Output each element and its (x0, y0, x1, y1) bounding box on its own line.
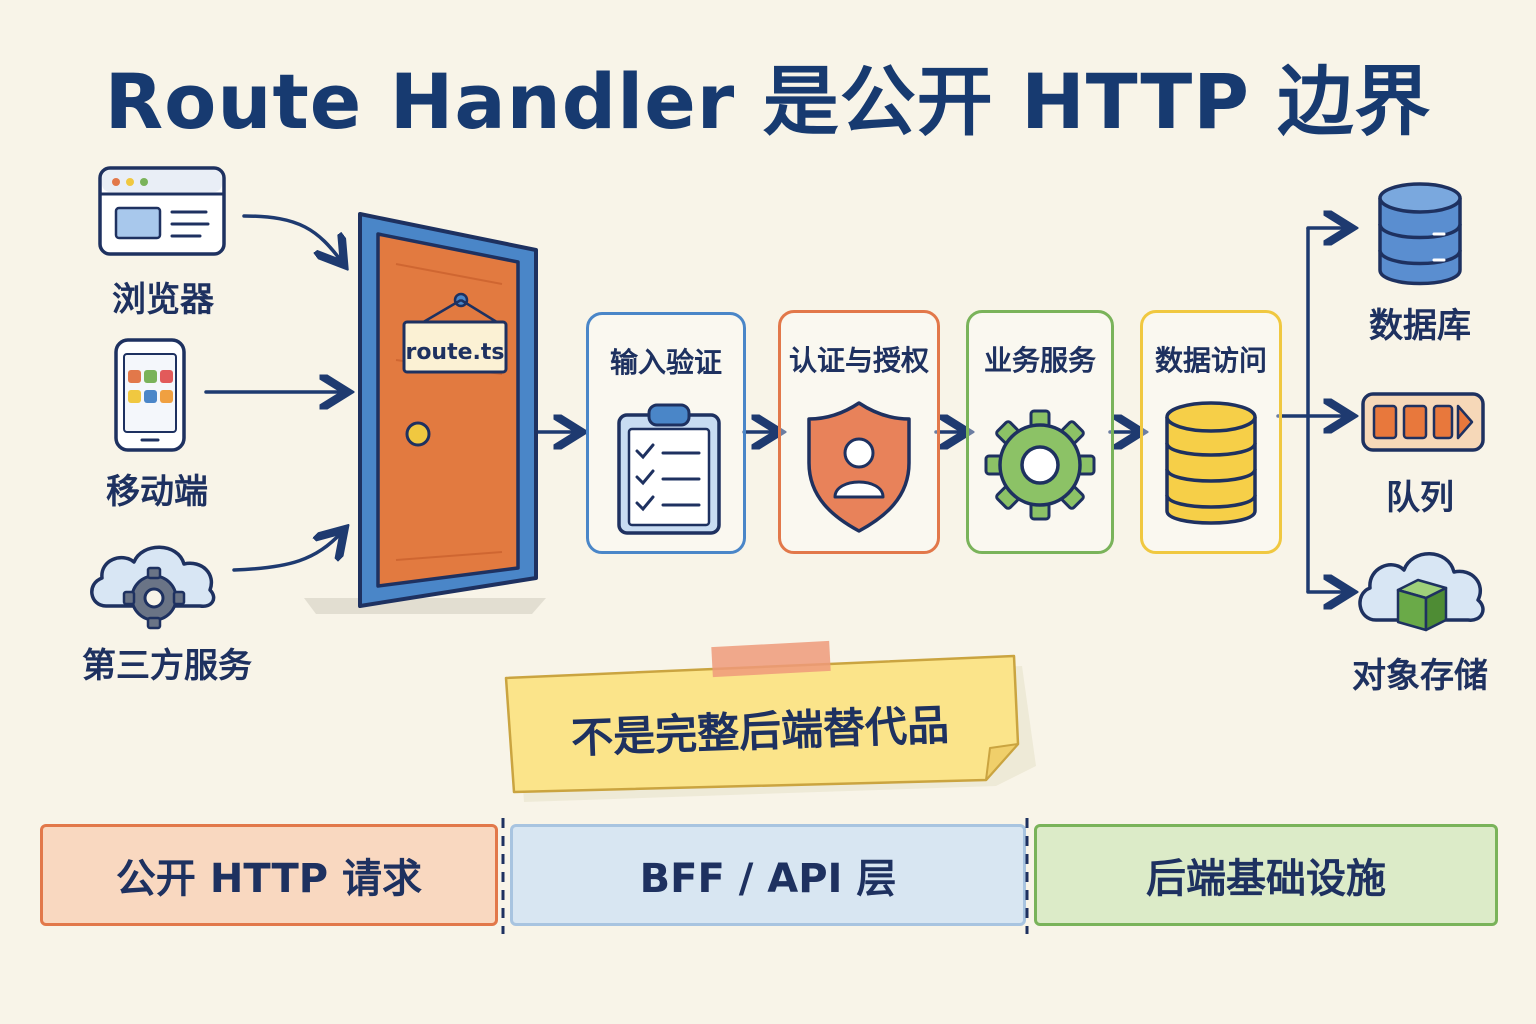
sticky-note: 不是完整后端替代品 (500, 636, 1040, 806)
step-label: 业务服务 (983, 344, 1096, 377)
band-label: 后端基础设施 (1146, 856, 1386, 902)
step-label: 认证与授权 (788, 344, 929, 377)
band-backend-infra: 后端基础设施 (1034, 824, 1498, 926)
database-icon (1376, 180, 1464, 290)
band-label: BFF / API 层 (639, 856, 897, 902)
backend-label-object-storage: 对象存储 (1352, 656, 1488, 696)
step-label: 输入验证 (609, 346, 722, 379)
door-icon[interactable] (296, 200, 556, 620)
band-label: 公开 HTTP 请求 (115, 856, 423, 902)
step-input-validation[interactable]: 输入验证 (586, 312, 746, 554)
step-data-access[interactable]: 数据访问 (1140, 310, 1282, 554)
browser-icon (96, 164, 230, 258)
step-auth[interactable]: 认证与授权 (778, 310, 940, 554)
step-label: 数据访问 (1154, 344, 1267, 377)
gear-icon (969, 399, 1111, 539)
clipboard-checklist-icon (589, 401, 743, 541)
step-business-service[interactable]: 业务服务 (966, 310, 1114, 554)
database-icon (1143, 399, 1279, 539)
queue-icon (1360, 390, 1488, 456)
shield-user-icon (781, 399, 937, 539)
band-public-http: 公开 HTTP 请求 (40, 824, 498, 926)
backend-label-db: 数据库 (1369, 306, 1471, 346)
client-label-mobile: 移动端 (106, 472, 208, 512)
mobile-phone-icon (112, 336, 188, 456)
page-title: Route Handler 是公开 HTTP 边界 (104, 57, 1432, 146)
client-label-browser: 浏览器 (112, 280, 214, 320)
client-label-third-party: 第三方服务 (82, 646, 252, 686)
backend-label-queue: 队列 (1386, 478, 1454, 518)
door-sign-label: route.ts (405, 340, 505, 365)
cloud-storage-icon (1354, 536, 1488, 636)
band-bff-api: BFF / API 层 (510, 824, 1026, 926)
cloud-gear-icon (84, 530, 222, 630)
